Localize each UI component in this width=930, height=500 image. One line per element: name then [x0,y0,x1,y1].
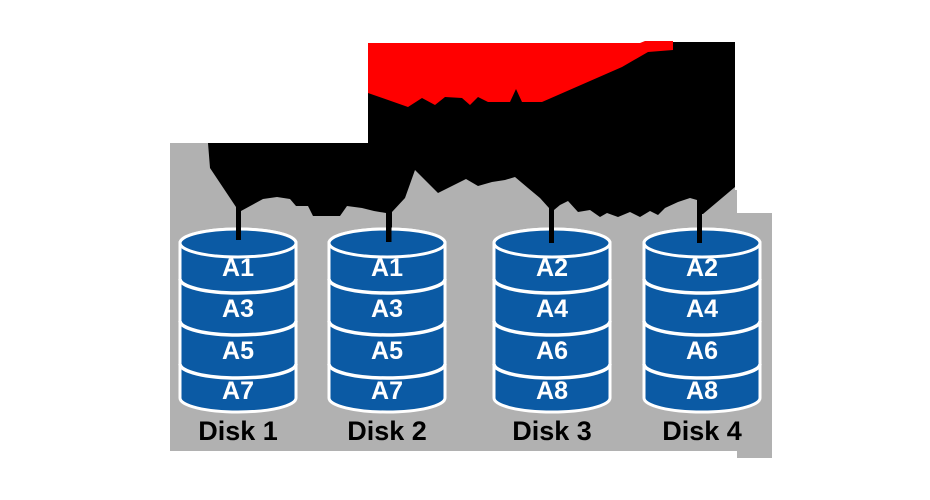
disk-caption-2: Disk 2 [347,416,427,446]
disk-block-label: A6 [686,337,718,365]
disk-block-label: A7 [222,377,254,405]
disk-caption-4: Disk 4 [662,416,742,446]
disk-block-label: A6 [536,337,568,365]
disk-2-separator [327,278,447,295]
disk-block-label: A4 [686,295,718,323]
disk-block-label: A1 [222,254,254,282]
shadow-panel [170,143,772,458]
disk-block-label: A3 [371,295,403,323]
disk-block-label: A8 [686,377,718,405]
connector-line-disk-4 [697,196,702,243]
disk-block-label: A4 [536,295,568,323]
disk-3-separator [492,363,612,380]
disk-cylinder-3: A2 A4 A6 A8 [492,227,612,414]
disk-3-separator [492,278,612,295]
disk-block-label: A2 [536,254,568,282]
disk-block-label: A1 [371,254,403,282]
disk-block-label: A3 [222,295,254,323]
disk-cylinder-4: A2 A4 A6 A8 [642,227,762,414]
connector-lines [236,196,702,243]
disk-cylinder-1: A1 A3 A5 A7 [178,227,298,414]
connector-line-disk-3 [549,208,554,243]
connector-line-disk-2 [386,211,392,242]
disk-caption-3: Disk 3 [512,416,592,446]
disk-4-separator [642,320,762,337]
disk-4-separator [642,363,762,380]
disk-block-label: A8 [536,377,568,405]
disk-2-separator [327,320,447,337]
disk-block-label: A2 [686,254,718,282]
disk-block-label: A5 [222,337,254,365]
disk-1-separator [178,363,298,380]
disk-block-label: A5 [371,337,403,365]
disk-cylinder-2: A1 A3 A5 A7 [327,227,447,414]
disk-3-separator [492,320,612,337]
disk-2-separator [327,363,447,380]
connector-black-blob [208,42,735,243]
connector-line-disk-1 [236,206,241,240]
disk-1-separator [178,320,298,337]
title-red-blob [368,41,673,112]
disk-4-separator [642,278,762,295]
disk-block-label: A7 [371,377,403,405]
disk-caption-1: Disk 1 [198,416,278,446]
disk-1-separator [178,278,298,295]
